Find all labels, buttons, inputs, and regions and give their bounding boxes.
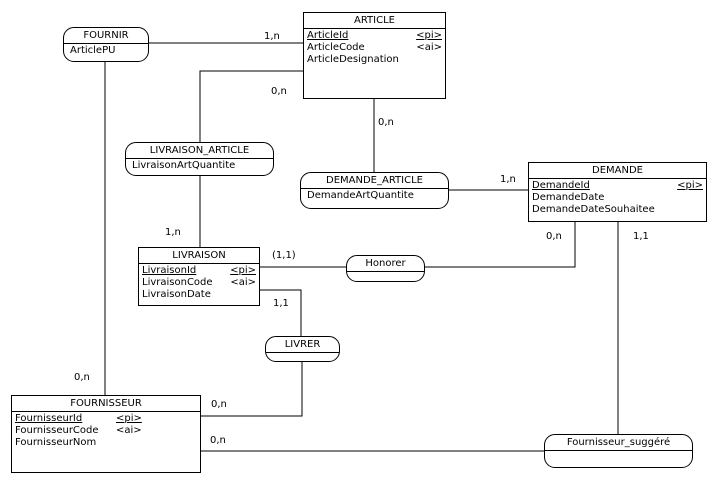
entity-fournisseur[interactable]: FOURNISSEUR FournisseurId<pi> Fournisseu…	[11, 395, 201, 473]
association-title: DEMANDE_ARTICLE	[301, 173, 448, 189]
attribute-row: FournisseurNom	[15, 437, 97, 448]
attribute-row: LivraisonId<pi>	[142, 265, 256, 276]
attribute-row: ArticleCode<ai>	[307, 42, 442, 53]
association-title: LIVRAISON_ARTICLE	[126, 143, 273, 159]
cardinality-label: 1,1	[273, 298, 289, 309]
link-livraison-article-article	[199, 70, 303, 142]
attribute-row: LivraisonCode<ai>	[142, 277, 256, 288]
cardinality-label: 1,n	[500, 174, 516, 185]
attribute-row: DemandeId<pi>	[532, 180, 703, 191]
entity-article[interactable]: ARTICLE ArticleId<pi> ArticleCode<ai> Ar…	[303, 12, 446, 99]
association-demande-article[interactable]: DEMANDE_ARTICLE DemandeArtQuantite	[300, 172, 449, 209]
cardinality-label: 1,1	[633, 231, 649, 242]
association-title: Fournisseur_suggéré	[545, 435, 692, 451]
attribute-row: DemandeDateSouhaitee	[532, 204, 655, 215]
entity-title: DEMANDE	[529, 163, 706, 179]
entity-title: ARTICLE	[304, 13, 445, 29]
link-livrer-livraison	[259, 289, 302, 337]
attribute-row: LivraisonDate	[142, 289, 211, 300]
association-fournir[interactable]: FOURNIR ArticlePU	[63, 27, 149, 62]
association-honorer[interactable]: Honorer	[346, 255, 425, 282]
cardinality-label: 0,n	[546, 231, 562, 242]
cardinality-label: 1,n	[165, 227, 181, 238]
entity-livraison[interactable]: LIVRAISON LivraisonId<pi> LivraisonCode<…	[138, 247, 260, 306]
association-attribute: DemandeArtQuantite	[307, 190, 414, 201]
entity-title: LIVRAISON	[139, 248, 259, 264]
attribute-row: DemandeDate	[532, 192, 605, 203]
association-attribute: LivraisonArtQuantite	[132, 160, 236, 171]
entity-title: FOURNISSEUR	[12, 396, 200, 412]
association-title: LIVRER	[266, 337, 339, 353]
association-livrer[interactable]: LIVRER	[265, 336, 340, 362]
cardinality-label: 0,n	[378, 117, 394, 128]
association-livraison-article[interactable]: LIVRAISON_ARTICLE LivraisonArtQuantite	[125, 142, 274, 176]
association-attribute: ArticlePU	[70, 45, 116, 56]
attribute-row: FournisseurCode<ai>	[15, 425, 142, 436]
cardinality-label: 0,n	[74, 372, 90, 383]
cardinality-label: 0,n	[271, 86, 287, 97]
attribute-row: ArticleId<pi>	[307, 30, 442, 41]
attribute-row: ArticleDesignation	[307, 54, 399, 65]
link-livrer-fournisseur	[201, 361, 303, 417]
cardinality-label: (1,1)	[272, 250, 296, 261]
association-title: FOURNIR	[64, 28, 148, 44]
entity-demande[interactable]: DEMANDE DemandeId<pi> DemandeDate Demand…	[528, 162, 707, 222]
association-title: Honorer	[347, 256, 424, 272]
link-honorer-demande	[424, 222, 576, 268]
cardinality-label: 1,n	[264, 31, 280, 42]
association-fournisseur-suggere[interactable]: Fournisseur_suggéré	[544, 434, 693, 468]
cardinality-label: 0,n	[211, 399, 227, 410]
cardinality-label: 0,n	[210, 435, 226, 446]
attribute-row: FournisseurId<pi>	[15, 413, 142, 424]
